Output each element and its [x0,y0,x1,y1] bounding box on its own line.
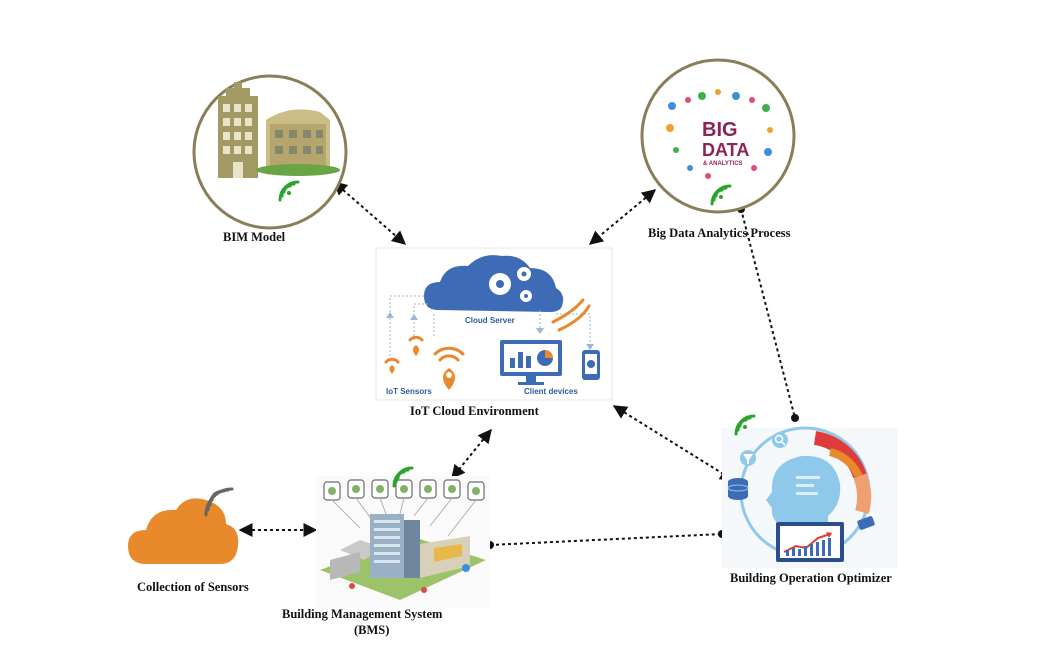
iot-cloud-label: IoT Cloud Environment [410,404,539,418]
bim-node [192,74,348,230]
connector-bigdata-iot [588,189,657,245]
sensors-label: Collection of Sensors [137,580,249,594]
sensor-badge-row [323,479,485,537]
client-devices-label: Client devices [524,387,578,396]
big-data-logo-line1: BIG [702,119,738,141]
bms-label-line1: Building Management System [282,607,443,621]
search-icon [772,432,788,448]
iot-cloud-node: Cloud Server [375,247,613,401]
big-data-logo-line3: & ANALYTICS [703,161,743,167]
tag-icon [857,516,875,530]
optimizer-node [722,414,898,568]
bim-model-label: BIM Model [223,230,286,244]
wifi-signal-icon [710,184,732,206]
orange-cloud-icon [128,498,239,564]
flow-arrowheads [386,312,594,350]
wifi-signal-icon [278,180,300,202]
database-icon [727,478,749,500]
bms-label-line2: (BMS) [354,623,390,637]
sensors-node [128,487,239,564]
wifi-signal-icon [384,298,591,364]
smart-building-icon [320,514,486,600]
bms-node [316,466,490,608]
connector-iot-bms [451,428,492,480]
big-data-circle [640,58,796,214]
connector-bms-optimizer [489,533,723,546]
cloud-server-icon [424,255,564,312]
head-circuit [796,476,820,495]
chart-board-icon [776,522,844,562]
building-icon [218,82,340,178]
connector-iot-optimizer [612,405,735,481]
connector-bim-iot [332,181,407,245]
iot-sensors-label: IoT Sensors [386,387,432,396]
iot-sensor-icon [389,345,455,390]
big-data-node: BIG DATA & ANALYTICS [640,58,796,214]
optimizer-label: Building Operation Optimizer [730,571,892,585]
data-flow-lines [389,295,591,360]
monitor-icon [500,340,562,385]
connector-dot [791,414,799,422]
connectors [238,181,796,546]
wifi-signal-icon [392,466,414,488]
wifi-signal-icon [734,414,756,436]
phone-icon [582,350,600,380]
big-data-logo-line2: DATA [702,140,749,160]
gauge-icon [813,431,871,514]
big-data-icons [666,89,773,179]
cloud-server-label: Cloud Server [465,316,515,325]
wifi-signal-icon [204,487,234,517]
big-data-label: Big Data Analytics Process [648,226,791,240]
